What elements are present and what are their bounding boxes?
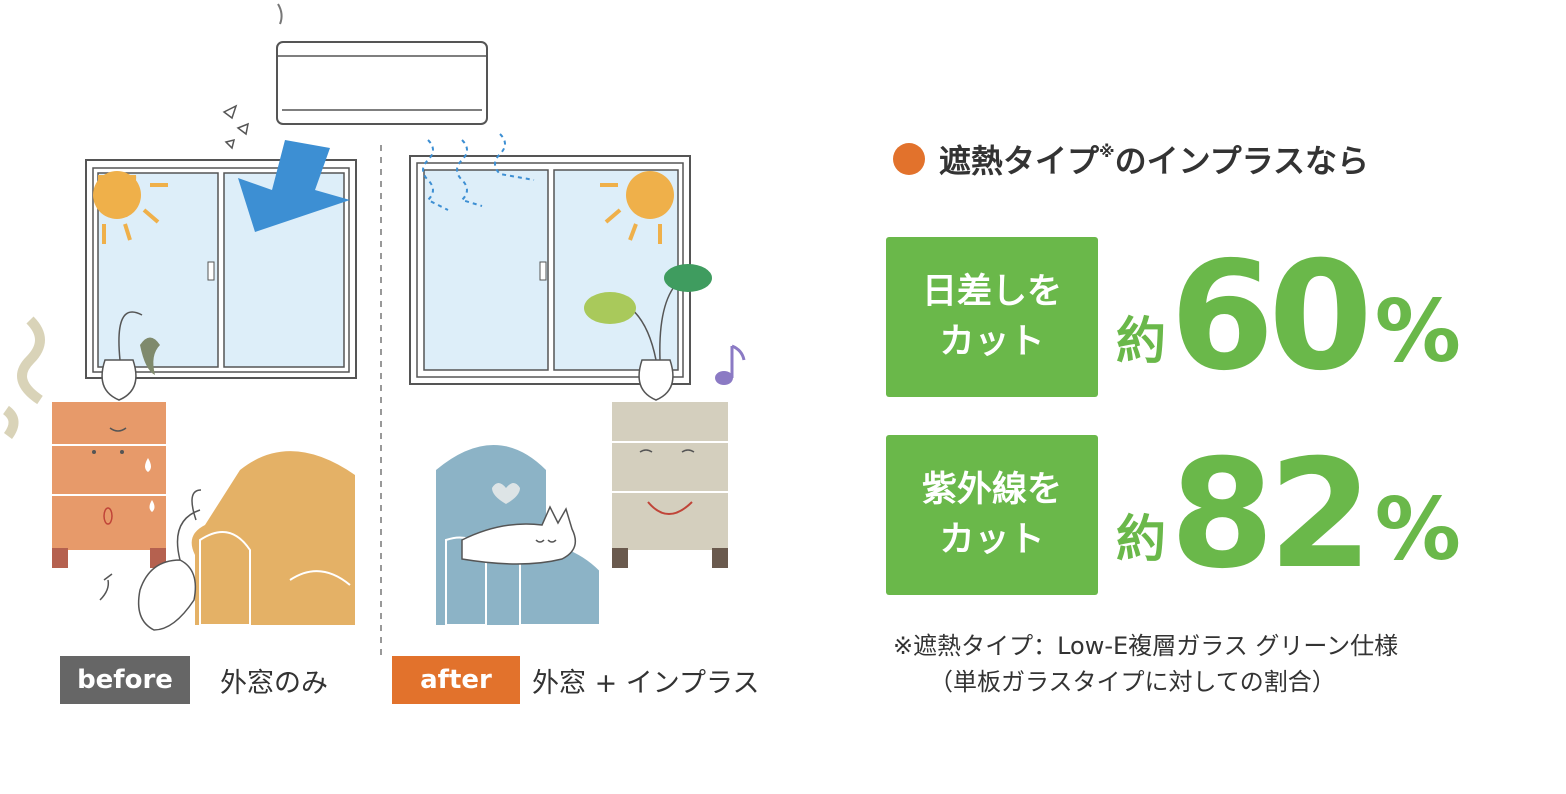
footnote: ※遮熱タイプ：Low-E複層ガラス グリーン仕様 （単板ガラスタイプに対しての割… [893,628,1398,700]
comparison-illustration [2,3,746,660]
sun-icon [93,171,168,244]
sofa-icon [191,451,355,626]
after-caption-text: 外窓 + インプラス [532,667,760,699]
stat-value: 60 [1170,230,1373,404]
stat-label-line2: カット [939,520,1045,560]
stat-label-line1: 日差しを [921,272,1062,312]
cat-icon [99,489,202,631]
heading-mark: ※ [1099,141,1115,161]
heat-fume-icon [17,316,45,405]
heading-main: 遮熱タイプ [939,142,1100,180]
stat-prefix: 約 [1116,312,1166,370]
cool-air-flow-icon [422,133,535,211]
heart-icon [492,483,520,504]
cat-icon [461,505,577,565]
stat-label-line2: カット [939,322,1045,362]
stat-label-line1: 紫外線を [921,470,1062,510]
after-tag: after [392,656,520,704]
section-heading: 遮熱タイプ ※ のインプラスなら [893,136,1369,182]
stat-unit: % [1374,282,1461,382]
air-conditioner-icon [276,3,488,125]
heading-suffix: のインプラスなら [1114,142,1369,180]
bullet-dot-icon [893,143,925,175]
stat-label-box: 日差しを カット [886,237,1098,397]
music-note-icon [715,344,746,385]
stat-uv-cut: 紫外線を カット 約 82 % [886,435,1461,595]
footnote-line2: （単板ガラスタイプに対しての割合） [929,668,1336,696]
stat-label-box: 紫外線を カット [886,435,1098,595]
cabinet-icon [52,402,166,568]
stat-unit: % [1374,480,1461,580]
sun-icon [600,171,674,244]
stat-value: 82 [1170,428,1373,602]
stat-prefix: 約 [1116,510,1166,568]
after-caption: after 外窓 + インプラス [392,656,759,704]
footnote-line1: ※遮熱タイプ：Low-E複層ガラス グリーン仕様 [893,632,1399,660]
before-caption-text: 外窓のみ [220,667,328,699]
stat-sunlight-cut: 日差しを カット 約 60 % [886,237,1461,397]
cold-air-arrow-icon [222,104,350,232]
cabinet-icon [612,402,728,568]
before-tag: before [60,656,190,704]
vase-icon [101,311,160,401]
before-caption: before 外窓のみ [60,656,328,704]
vase-icon [584,264,712,401]
